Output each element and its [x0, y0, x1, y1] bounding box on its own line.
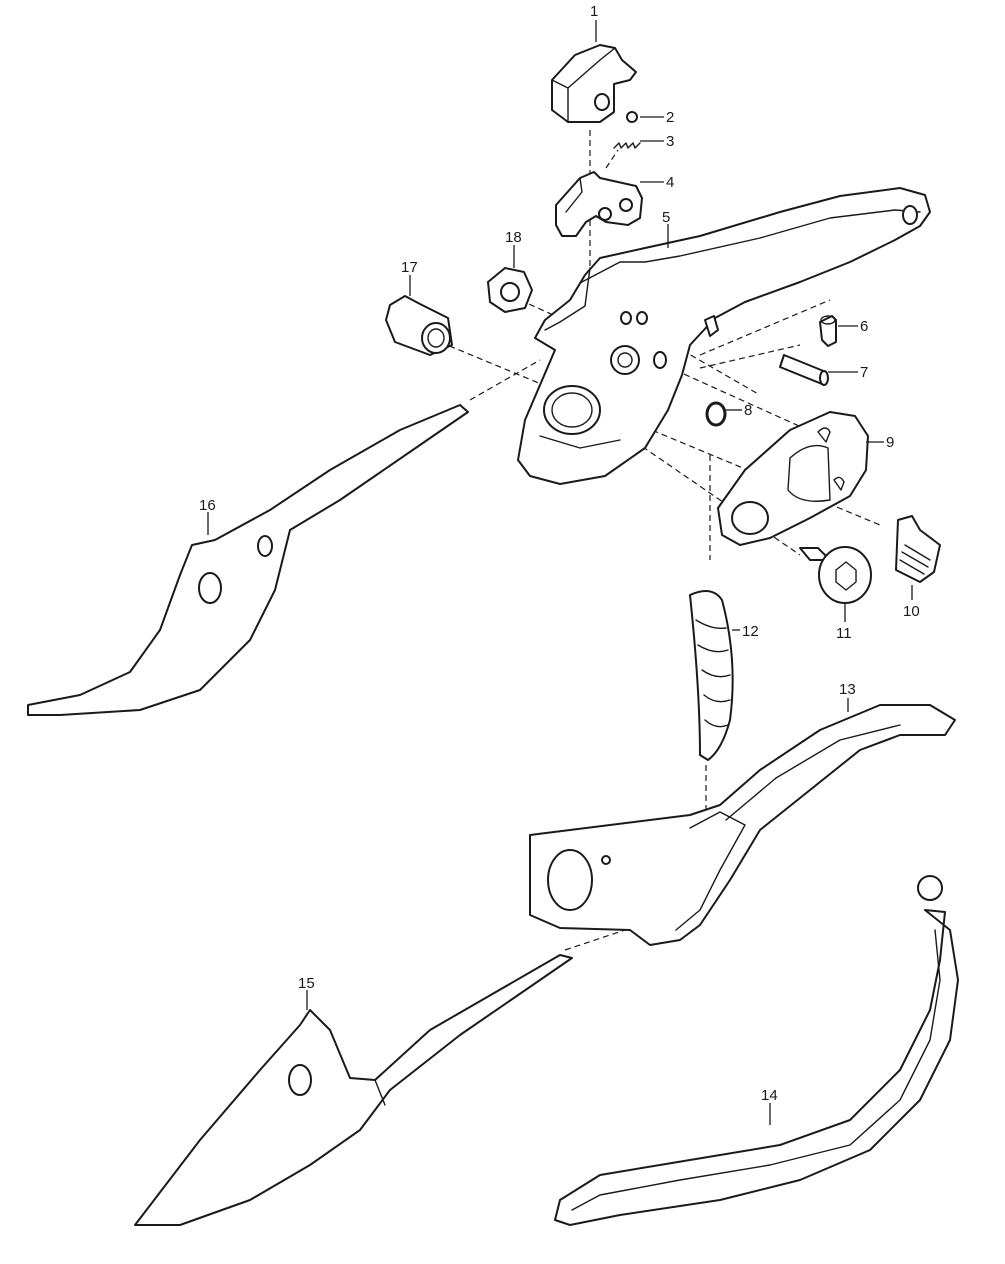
callout-14: 14	[761, 1087, 778, 1104]
part-8-o-ring	[705, 401, 727, 427]
callout-2: 2	[666, 109, 674, 126]
callout-6: 6	[860, 318, 868, 335]
callout-11: 11	[836, 625, 852, 642]
callout-8: 8	[744, 402, 752, 419]
part-15-lower-blade	[134, 954, 573, 1226]
callout-10: 10	[903, 603, 920, 620]
part-6-screw	[819, 315, 837, 347]
part-13-lower-handle	[529, 704, 956, 946]
part-2-ball	[626, 111, 638, 123]
callout-3: 3	[666, 133, 674, 150]
part-14-strap	[554, 875, 959, 1226]
part-1-catch	[551, 44, 637, 123]
part-18-washer-nut	[487, 267, 533, 313]
part-16-upper-blade	[27, 404, 469, 716]
part-10-lock-knob	[895, 515, 941, 583]
part-7-pin	[779, 354, 829, 386]
callout-15: 15	[298, 975, 315, 992]
callout-labels: 1 2 3 4 5 6 7 8 9 10 11 12 13 14 15 16 1…	[199, 3, 920, 1104]
callout-1: 1	[590, 3, 598, 20]
part-12-grip-pad	[689, 590, 734, 761]
callout-18: 18	[505, 229, 522, 246]
callout-4: 4	[666, 174, 674, 191]
part-4-lock-lever	[555, 171, 643, 237]
part-9-cover-plate	[717, 411, 869, 546]
callout-17: 17	[401, 259, 418, 276]
callout-9: 9	[886, 434, 894, 451]
callout-7: 7	[860, 364, 868, 381]
callout-5: 5	[662, 209, 670, 226]
callout-leaders	[207, 20, 913, 1125]
part-17-sleeve-nut	[385, 295, 453, 356]
part-5-upper-handle	[517, 187, 931, 485]
callout-13: 13	[839, 681, 856, 698]
part-3-spring	[613, 142, 641, 149]
callout-16: 16	[199, 497, 216, 514]
callout-12: 12	[742, 623, 759, 640]
part-11-hex-bolt	[799, 546, 872, 604]
